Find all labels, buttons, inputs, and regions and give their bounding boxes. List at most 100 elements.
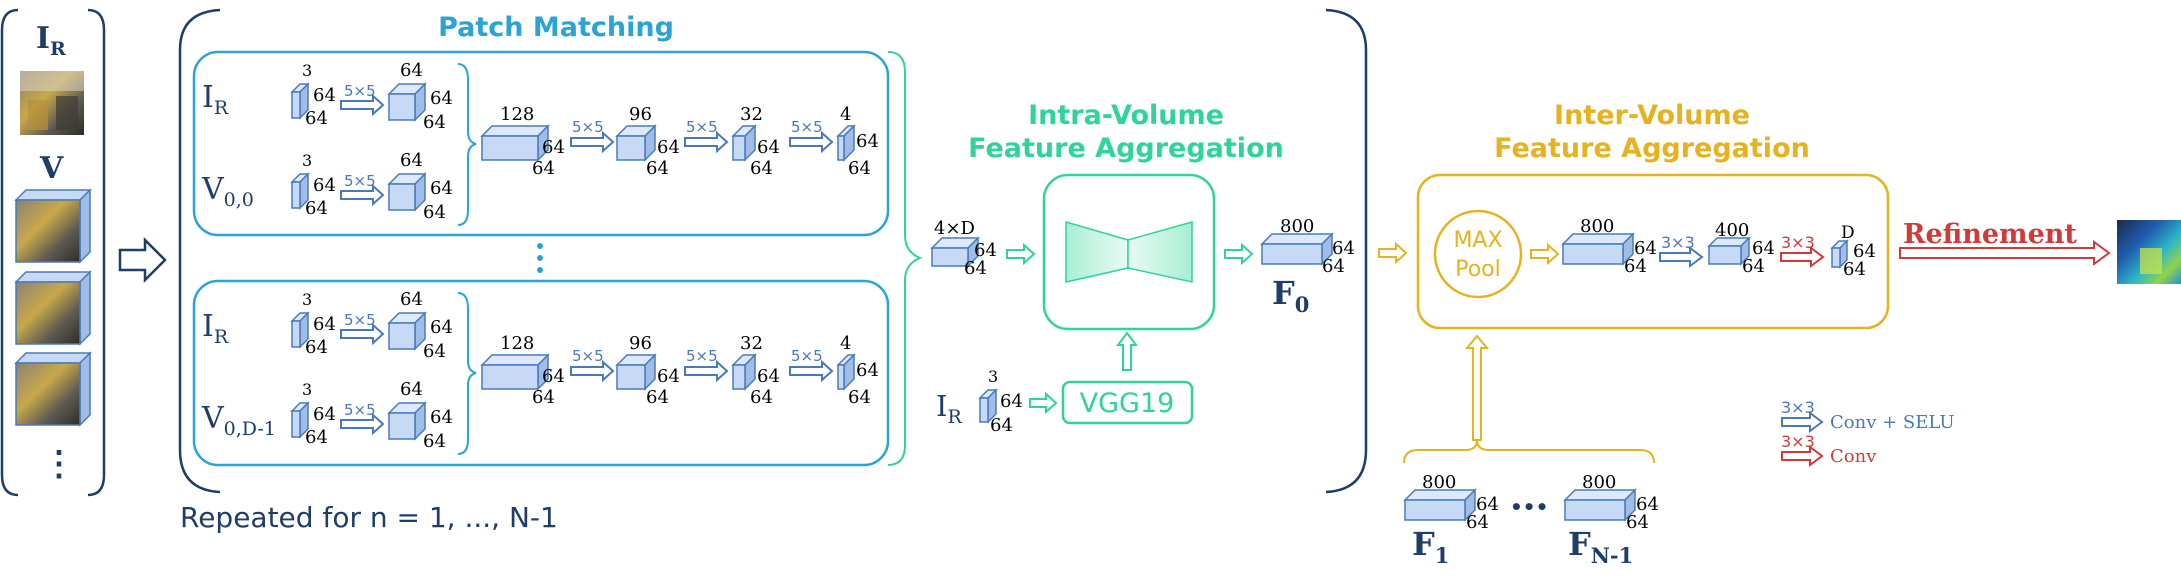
conv-selu-kernel: 3×3 xyxy=(1661,233,1695,252)
patch-row1-label-main: I xyxy=(202,80,214,115)
patch-in-cube-r1-front xyxy=(291,181,301,209)
patch-kernel-r1: 5×5 xyxy=(344,172,376,190)
extra-inputs-brace xyxy=(1403,439,1655,464)
fn1-channels: 800 xyxy=(1582,472,1616,493)
patch-bottom-content: IRV0,D-1364645×5646464364645×56464641286… xyxy=(201,289,879,455)
mid-spatial-w: 64 xyxy=(1752,238,1775,259)
inter-title-line1: Inter-Volume xyxy=(1554,100,1750,131)
patch-in-spatial-w-r1: 64 xyxy=(313,175,336,196)
f0-label: F0 xyxy=(1272,274,1309,317)
input-v-label: V xyxy=(39,151,64,186)
vgg19-box xyxy=(1061,380,1194,425)
patch-merge-spatial-w-2: 64 xyxy=(757,137,780,158)
patch-merge-cube-1 xyxy=(615,353,657,391)
vgg19-label: VGG19 xyxy=(1080,388,1175,419)
patch-first-cube-r1-front xyxy=(388,183,416,211)
patch-merge-brace xyxy=(887,51,923,466)
patch-kernel-r0: 5×5 xyxy=(344,311,376,329)
fn1-label: FN-1 xyxy=(1568,525,1633,568)
patch-in-cube-r1-front xyxy=(291,410,301,438)
patch-first-spatial-h-r1: 64 xyxy=(423,202,446,223)
d-cube xyxy=(1830,239,1849,269)
f1-label: F1 xyxy=(1412,525,1449,568)
vgg-input-channels: 3 xyxy=(988,367,998,386)
patch-row2-label-main: V xyxy=(201,172,225,207)
patch-merge-cube-0-front xyxy=(481,364,539,390)
patch-merge-arrow-2 xyxy=(789,359,834,383)
patch-first-cube-r1-front xyxy=(388,412,416,440)
patch-merge-spatial-w-3: 64 xyxy=(856,360,879,381)
patch-in-cube-r0 xyxy=(290,82,310,120)
patch-conv-arrow-r1 xyxy=(340,412,385,436)
patch-merge-cube-1-front xyxy=(616,135,646,161)
patch-merge-kernel-1: 5×5 xyxy=(686,118,718,136)
patch-merge-spatial-h-1: 64 xyxy=(646,387,669,408)
maxpool-circle xyxy=(1433,209,1523,299)
input-column: IR V ⋮ xyxy=(0,8,106,497)
patch-first-channels-r1: 64 xyxy=(400,150,423,171)
patch-block-top xyxy=(192,50,890,237)
intra-input-spatial-h: 64 xyxy=(964,258,987,279)
patch-in-cube-r0 xyxy=(290,311,310,349)
patch-in-cube-r0-front xyxy=(291,91,301,119)
volume-cube-2 xyxy=(14,270,92,346)
to-inter-arrow xyxy=(1378,241,1408,265)
patch-merge-cube-3 xyxy=(836,353,856,391)
patch-matching-title: Patch Matching xyxy=(438,12,674,43)
encoder-decoder-box xyxy=(1042,173,1216,331)
patch-merge-channels-0: 128 xyxy=(500,333,534,354)
patch-first-channels-r0: 64 xyxy=(400,60,423,81)
patch-first-spatial-h-r0: 64 xyxy=(423,341,446,362)
vgg-input-spatial-w: 64 xyxy=(1000,391,1023,412)
patch-merge-spatial-h-2: 64 xyxy=(750,387,773,408)
mid-cube xyxy=(1707,236,1751,266)
patch-merge-kernel-2: 5×5 xyxy=(791,347,823,365)
legend-conv-kernel: 3×3 xyxy=(1781,432,1815,451)
legend-conv-text: Conv xyxy=(1830,446,1877,467)
patch-merge-brace xyxy=(457,292,477,455)
intra-input-channels: 4×D xyxy=(934,218,975,239)
depth-map-output xyxy=(2117,220,2181,284)
intra-arrow-in xyxy=(1006,242,1036,266)
patch-merge-channels-3: 4 xyxy=(840,104,851,125)
patch-first-cube-r0 xyxy=(387,311,427,351)
f0-spatial-h: 64 xyxy=(1322,256,1345,277)
patch-merge-spatial-w-3: 64 xyxy=(856,131,879,152)
patch-row1-label: IR xyxy=(202,80,229,119)
patch-conv-arrow-r0 xyxy=(340,322,385,346)
patch-first-channels-r0: 64 xyxy=(400,289,423,310)
patch-first-cube-r1 xyxy=(387,172,427,212)
patch-conv-arrow-r1 xyxy=(340,183,385,207)
inter-volume-box xyxy=(1416,173,1890,330)
patch-merge-spatial-h-3: 64 xyxy=(848,158,871,179)
fn1-spatial-h: 64 xyxy=(1626,512,1649,533)
patch-between-dots xyxy=(537,243,543,273)
inter-title-line2: Feature Aggregation xyxy=(1494,133,1810,164)
patch-first-spatial-w-r0: 64 xyxy=(430,317,453,338)
patch-first-spatial-h-r1: 64 xyxy=(423,431,446,452)
patch-merge-spatial-h-1: 64 xyxy=(646,158,669,179)
patch-merge-spatial-w-1: 64 xyxy=(657,366,680,387)
patch-merge-cube-0-top xyxy=(480,354,550,366)
legend-conv-selu-arrow xyxy=(1781,411,1824,433)
patch-row2-label-sub: 0,0 xyxy=(224,189,254,211)
f1-spatial-w: 64 xyxy=(1476,494,1499,515)
patch-merge-cube-1-front xyxy=(616,364,646,390)
fn1-cube xyxy=(1563,488,1637,522)
patch-merge-kernel-0: 5×5 xyxy=(572,347,604,365)
patch-in-spatial-h-r0: 64 xyxy=(305,108,328,129)
patch-merge-channels-2: 32 xyxy=(740,333,763,354)
patch-merge-cube-3 xyxy=(836,124,856,162)
legend: 3×3 Conv + SELU 3×3 Conv xyxy=(1781,398,1955,467)
mid-channels: 400 xyxy=(1715,220,1749,241)
patch-first-cube-r1 xyxy=(387,401,427,441)
main-bracket-close xyxy=(1325,8,1368,494)
refinement-arrow xyxy=(1899,240,2111,266)
pool-out-cube xyxy=(1561,232,1635,266)
patch-merge-channels-3: 4 xyxy=(840,333,851,354)
vgg-input-cube xyxy=(978,388,998,424)
extra-inputs-arrow xyxy=(1464,334,1490,441)
legend-conv-selu-kernel: 3×3 xyxy=(1781,398,1815,417)
patch-row1-label-main: I xyxy=(202,309,214,344)
conv-arrow xyxy=(1780,246,1825,268)
